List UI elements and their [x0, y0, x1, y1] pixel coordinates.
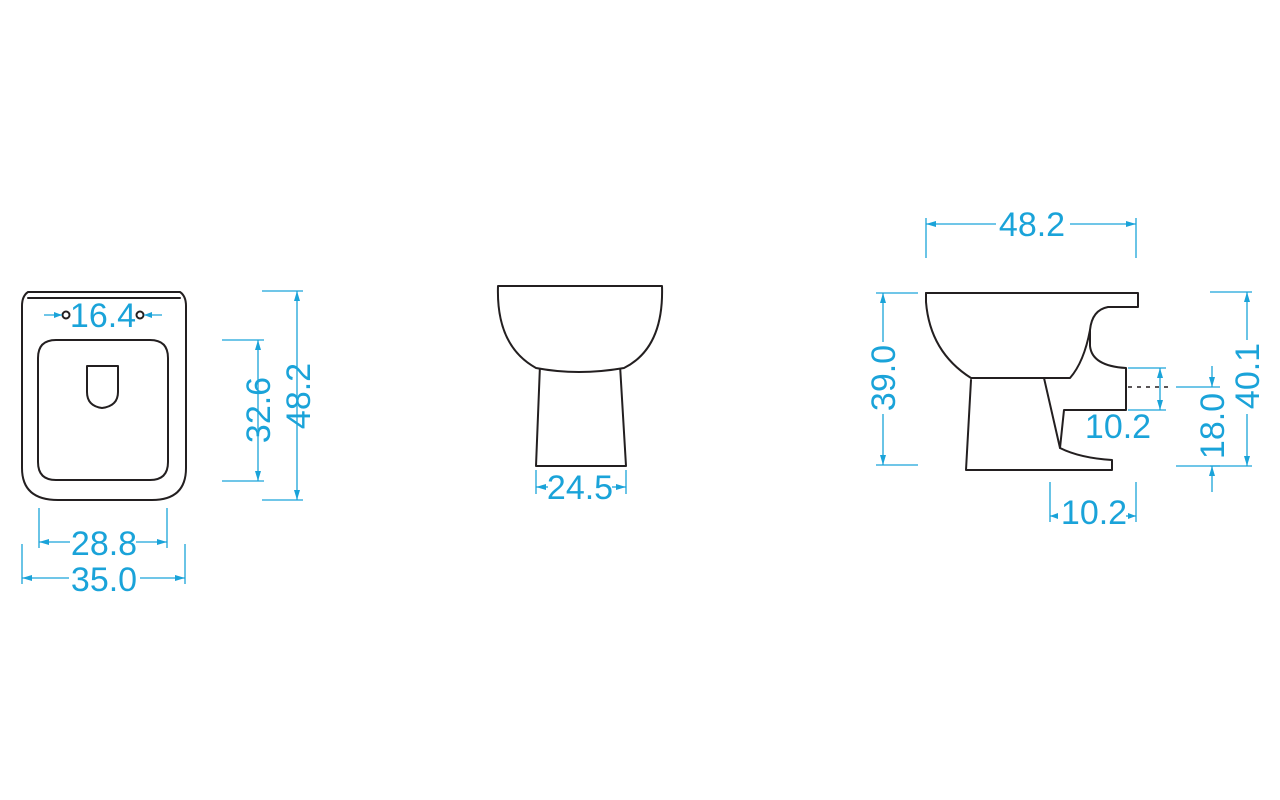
dim-overall-depth-label: 48.2 — [280, 363, 318, 429]
fixing-hole-left — [61, 310, 71, 320]
dim-outlet-diameter: 10.2 — [1085, 367, 1166, 446]
dim-fixing-holes-label: 16.4 — [70, 297, 136, 335]
top-view: 16.4 32.6 48.2 28.8 — [21, 290, 318, 599]
dim-overall-width-label: 35.0 — [71, 561, 137, 599]
dim-overall-length: 48.2 — [925, 206, 1137, 258]
dim-base-width-label: 24.5 — [547, 469, 613, 507]
side-view-bowl — [925, 292, 1091, 379]
dim-height: 39.0 — [865, 292, 918, 466]
dim-outlet-projection: 10.2 — [1049, 482, 1137, 532]
dim-overall-depth: 48.2 — [262, 290, 318, 501]
dim-base-width: 24.5 — [535, 469, 627, 507]
dim-outlet-projection-label: 10.2 — [1061, 494, 1127, 532]
dim-outlet-diameter-label: 10.2 — [1085, 408, 1151, 446]
dim-seat-depth: 32.6 — [222, 339, 278, 482]
front-view-pedestal — [535, 364, 627, 467]
side-view-trap — [1043, 377, 1061, 449]
dim-outlet-center-label: 18.0 — [1194, 393, 1232, 459]
top-view-outline — [21, 291, 187, 501]
dim-outlet-center: 18.0 — [1176, 366, 1232, 492]
side-view-body — [925, 292, 1139, 471]
dim-fixing-holes: 16.4 — [44, 297, 162, 335]
front-view: 24.5 — [496, 285, 664, 507]
dim-seat-width: 28.8 — [38, 508, 168, 563]
front-view-bowl — [496, 285, 664, 373]
dim-overall-length-label: 48.2 — [999, 206, 1065, 244]
dim-seat-width-label: 28.8 — [71, 525, 137, 563]
dim-outlet-height: 40.1 — [1210, 291, 1267, 467]
side-view: 48.2 39.0 40.1 — [865, 206, 1267, 532]
top-view-bowl-well — [86, 365, 119, 409]
top-view-seat-opening — [37, 339, 169, 481]
dim-overall-width: 35.0 — [21, 544, 186, 599]
fixing-hole-right — [135, 310, 145, 320]
dim-outlet-height-label: 40.1 — [1229, 343, 1267, 409]
dim-seat-depth-label: 32.6 — [240, 377, 278, 443]
dim-height-label: 39.0 — [865, 345, 903, 411]
